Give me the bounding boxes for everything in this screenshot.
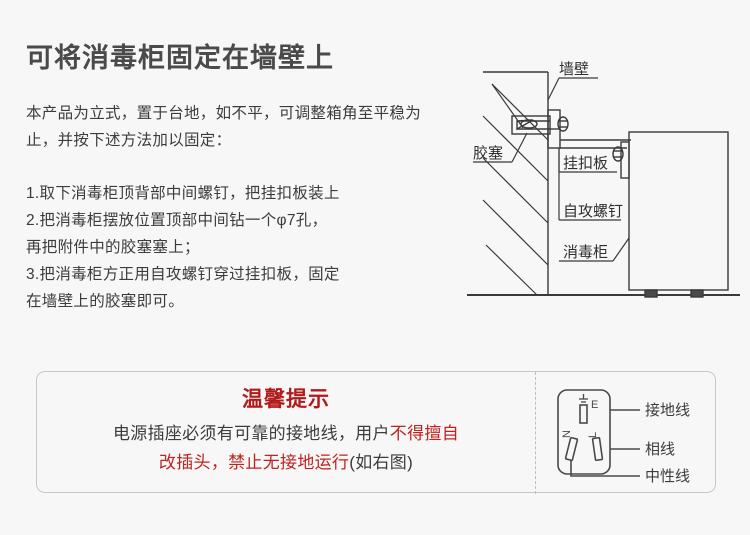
warning-line-1-gray: 电源插座必须有可靠的接地线，用户 bbox=[112, 424, 390, 444]
warning-line-1-red: 不得擅自 bbox=[389, 424, 459, 444]
step-item: 再把附件中的胶塞塞上； bbox=[26, 239, 200, 257]
step-item: 在墙壁上的胶塞即可。 bbox=[26, 293, 185, 311]
warning-line-2-red: 改插头，禁止无接地运行 bbox=[158, 453, 350, 473]
wall-mount-diagram: 墙壁 胶塞 挂扣板 自攻螺钉 消毒柜 bbox=[455, 32, 750, 320]
step-item: 3.把消毒柜方正用自攻螺钉穿过挂扣板，固定 bbox=[26, 266, 340, 284]
diagram-label-group: 墙壁 胶塞 挂扣板 自攻螺钉 消毒柜 bbox=[473, 60, 623, 261]
earth-pin bbox=[579, 404, 588, 424]
label-live-wire: 相线 bbox=[645, 441, 675, 458]
cabinet-outline bbox=[628, 131, 729, 298]
wall-mount-diagram-svg: 墙壁 胶塞 挂扣板 自攻螺钉 消毒柜 bbox=[467, 60, 740, 298]
warning-divider bbox=[535, 372, 536, 494]
intro-paragraph: 本产品为立式，置于台地，如不平，可调整箱角至平稳为止，并按下述方法加以固定： bbox=[26, 105, 422, 150]
warning-box: 温馨提示 电源插座必须有可靠的接地线，用户不得擅自 改插头，禁止无接地运行(如右… bbox=[36, 371, 716, 494]
warning-line-2: 改插头，禁止无接地运行(如右图) bbox=[37, 448, 535, 477]
hanging-plate-bracket bbox=[547, 109, 631, 179]
neutral-pin-letter: N bbox=[561, 430, 573, 438]
instruction-text-column: 可将消毒柜固定在墙壁上 本产品为立式，置于台地，如不平，可调整箱角至平稳为止，并… bbox=[26, 42, 446, 315]
label-neutral-wire: 中性线 bbox=[645, 468, 690, 485]
warning-line-1: 电源插座必须有可靠的接地线，用户不得擅自 bbox=[37, 419, 535, 448]
earth-pin-letter: E bbox=[591, 399, 598, 411]
wall-hatching bbox=[482, 83, 549, 296]
label-hanging-plate: 挂扣板 bbox=[563, 154, 608, 172]
live-pin-letter: L bbox=[587, 432, 599, 438]
socket-label-group: 接地线 相线 中性线 bbox=[645, 402, 690, 485]
steps-list: 1.取下消毒柜顶背部中间螺钉，把挂扣板装上 2.把消毒柜摆放位置顶部中间钻一个φ… bbox=[26, 180, 446, 315]
warning-text-block: 温馨提示 电源插座必须有可靠的接地线，用户不得擅自 改插头，禁止无接地运行(如右… bbox=[37, 387, 535, 477]
socket-outline bbox=[557, 389, 611, 475]
warning-line-2-gray: (如右图) bbox=[349, 453, 414, 473]
label-self-tapping-screw: 自攻螺钉 bbox=[563, 202, 623, 220]
leader-lines bbox=[473, 77, 630, 262]
rubber-plug-detail bbox=[511, 115, 551, 135]
label-cabinet: 消毒柜 bbox=[563, 243, 608, 261]
step-item: 2.把消毒柜摆放位置顶部中间钻一个φ7孔， bbox=[26, 212, 328, 230]
label-ground-wire: 接地线 bbox=[645, 402, 690, 419]
label-rubber-plug: 胶塞 bbox=[473, 144, 503, 162]
live-pin bbox=[591, 436, 604, 462]
neutral-pin bbox=[564, 436, 579, 462]
page-title: 可将消毒柜固定在墙壁上 bbox=[26, 43, 334, 73]
warning-heading: 温馨提示 bbox=[242, 388, 330, 411]
socket-wiring-svg: E N L 接地线 相线 中性线 bbox=[557, 389, 690, 485]
socket-wiring-diagram: E N L 接地线 相线 中性线 bbox=[536, 372, 716, 494]
socket-pin-letters: E N L bbox=[561, 399, 599, 438]
neutral-lead bbox=[570, 460, 640, 477]
step-item: 1.取下消毒柜顶背部中间螺钉，把挂扣板装上 bbox=[26, 185, 340, 203]
label-wall: 墙壁 bbox=[559, 60, 589, 78]
